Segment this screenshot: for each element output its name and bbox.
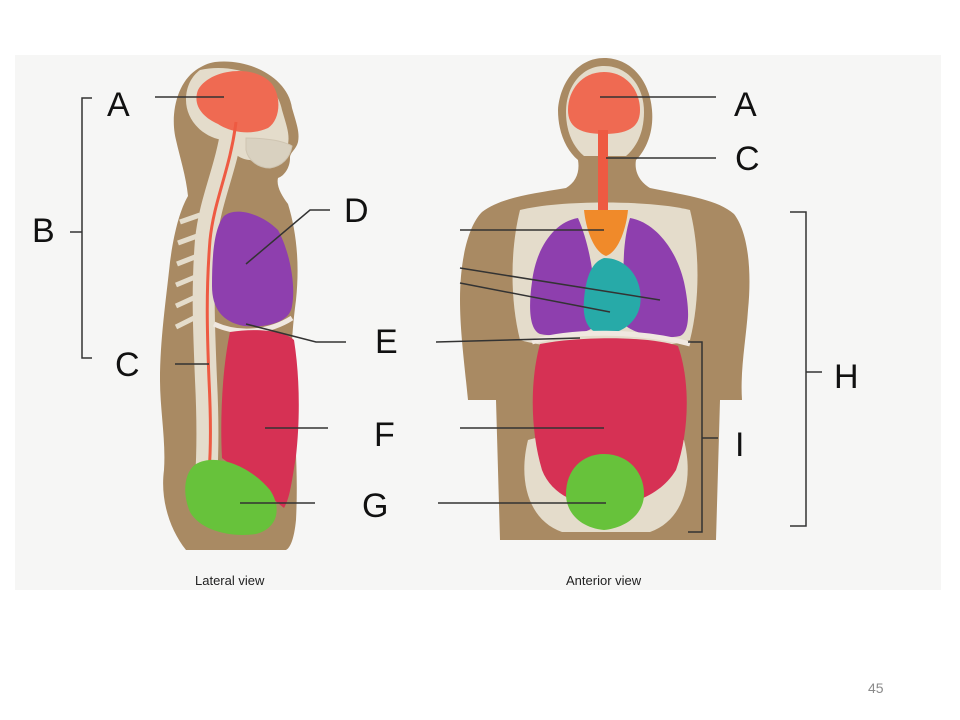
label-g: G (362, 487, 389, 525)
lateral-thoracic-cavity (212, 211, 294, 327)
leader-anterior-e (435, 337, 581, 343)
label-d: D (344, 192, 369, 230)
leader-lateral-e (245, 323, 346, 343)
caption-lateral-view: Lateral view (195, 573, 265, 588)
anterior-pelvic-cavity (566, 454, 644, 530)
label-e: E (375, 323, 398, 361)
leader-d (245, 209, 330, 265)
anterior-abdominal-cavity (532, 338, 687, 506)
lateral-jaw (245, 137, 293, 169)
lateral-ribs (174, 212, 202, 330)
label-anterior-a: A (734, 86, 757, 124)
lateral-abdominal-cavity (221, 330, 299, 508)
label-b: B (32, 212, 55, 250)
label-anterior-c: C (735, 140, 760, 178)
label-lateral-a: A (107, 86, 130, 124)
anterior-superior-mediastinum (584, 210, 628, 256)
anterior-right-lung (623, 218, 689, 338)
bracket-i (688, 341, 703, 533)
lateral-spinal-cord (205, 121, 238, 473)
anterior-spinal-cord (598, 130, 608, 210)
page-number: 45 (868, 680, 884, 696)
label-lateral-c: C (115, 346, 140, 384)
lateral-brain (196, 71, 279, 133)
label-h: H (834, 358, 859, 396)
anterior-brain (568, 72, 640, 134)
bracket-b (81, 97, 92, 359)
lateral-pelvic-cavity (185, 459, 277, 536)
anterior-figure (460, 58, 750, 540)
label-i: I (735, 426, 745, 464)
leader-anterior-3 (459, 282, 611, 313)
caption-anterior-view: Anterior view (566, 573, 642, 588)
leader-lines (70, 96, 822, 533)
anterior-pericardial-cavity (583, 258, 641, 334)
lateral-spine (192, 117, 243, 491)
bracket-h (790, 211, 807, 527)
leader-anterior-2 (459, 267, 661, 301)
lateral-figure (160, 61, 299, 551)
label-f: F (374, 416, 395, 454)
